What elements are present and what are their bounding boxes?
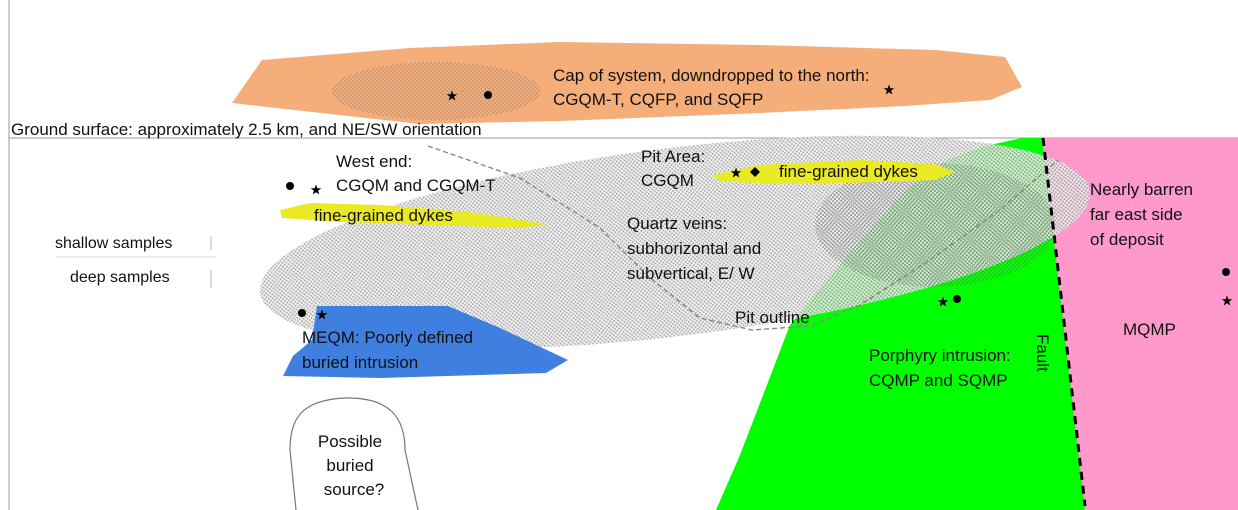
- fine-dykes-west-label: fine-grained dykes: [314, 206, 453, 225]
- quartz-veins-label-3: subvertical, E/ W: [627, 264, 755, 283]
- meqm-label-2: buried intrusion: [302, 353, 419, 372]
- fine-dykes-pit: [712, 160, 955, 184]
- fine-dykes-pit-label: fine-grained dykes: [779, 162, 918, 181]
- porphyry-label-2: CQMP and SQMP: [869, 371, 1008, 390]
- barren-label-2: far east side: [1090, 205, 1183, 224]
- shallow-samples-label: shallow samples: [55, 235, 173, 252]
- possible-source-label-2: buried: [326, 456, 374, 475]
- west-end-label: West end:: [336, 152, 413, 171]
- mqmp-zone: [1040, 138, 1238, 510]
- pit-outline: [427, 145, 1059, 331]
- sample-star: [446, 90, 458, 101]
- quartz-vein-overlap: [815, 163, 1055, 287]
- sample-diamond: [750, 167, 760, 177]
- quartz-veins-label-1: Quartz veins:: [627, 214, 728, 233]
- sample-star: [730, 167, 742, 178]
- sample-dot: [484, 91, 492, 99]
- cap-stipple: [332, 62, 540, 120]
- pit-area-label: Pit Area:: [641, 147, 706, 166]
- deep-samples-label: deep samples: [70, 269, 170, 286]
- meqm-label-1: MEQM: Poorly defined: [302, 328, 474, 347]
- mqmp-label: MQMP: [1123, 320, 1176, 339]
- sample-star: [883, 84, 895, 95]
- cap-label: Cap of system, downdropped to the north:: [553, 66, 870, 85]
- barren-label-3: of deposit: [1090, 230, 1164, 249]
- ground-surface-label: Ground surface: approximately 2.5 km, an…: [11, 120, 482, 139]
- meqm-intrusion: [283, 306, 568, 378]
- sample-star: [316, 309, 328, 320]
- possible-source-label-1: Possible: [317, 432, 383, 451]
- barren-label-1: Nearly barren: [1090, 180, 1193, 199]
- sample-dot: [1222, 268, 1230, 276]
- fault-label: Fault: [1033, 334, 1052, 372]
- pit-outline-label: Pit outline: [735, 308, 810, 327]
- sample-star: [1221, 295, 1233, 306]
- cap-units-label: CGQM-T, CQFP, and SQFP: [553, 90, 764, 109]
- sample-dot: [298, 309, 306, 317]
- possible-source-outline: [289, 397, 419, 510]
- pit-area-unit-label: CGQM: [641, 171, 694, 190]
- west-end-units-label: CGQM and CGQM-T: [336, 176, 496, 195]
- porphyry-label-1: Porphyry intrusion:: [869, 346, 1011, 365]
- sample-star: [937, 296, 949, 307]
- fine-dykes-west: [280, 203, 548, 228]
- fault-line: [1041, 137, 1087, 507]
- sample-dot: [953, 295, 961, 303]
- possible-source-label-3: source?: [323, 480, 385, 499]
- sample-star: [310, 184, 322, 195]
- sample-stars: [310, 84, 1233, 320]
- sample-dot: [286, 182, 294, 190]
- quartz-veins-label-2: subhorizontal and: [627, 239, 762, 258]
